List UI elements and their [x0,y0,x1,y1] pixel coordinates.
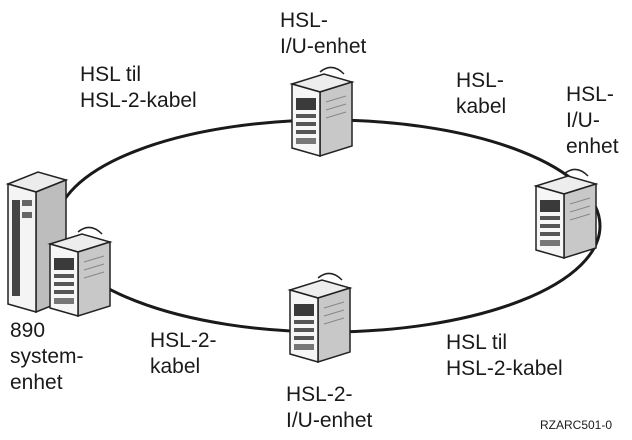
cable-label-bottom-right: HSL til HSL-2-kabel [446,331,563,380]
system-unit-label: 890 system- enhet [10,319,84,394]
bottom-io-tower-icon [289,272,351,363]
cable-label-bottom-left: HSL-2- kabel [150,329,217,378]
top-io-tower-label: HSL- I/U-enhet [280,9,367,58]
cable-label-top-right: HSL- kabel [456,69,507,118]
system-unit-expansion-icon [49,226,111,317]
cable-label-top-left: HSL til HSL-2-kabel [80,63,197,112]
top-io-tower-icon [291,66,353,157]
right-io-tower-icon [535,168,597,259]
right-io-tower-label: HSL- I/U- enhet [566,83,619,158]
bottom-io-tower-label: HSL-2- I/U-enhet [286,383,373,432]
figure-reference-id: RZARC501-0 [540,418,613,432]
